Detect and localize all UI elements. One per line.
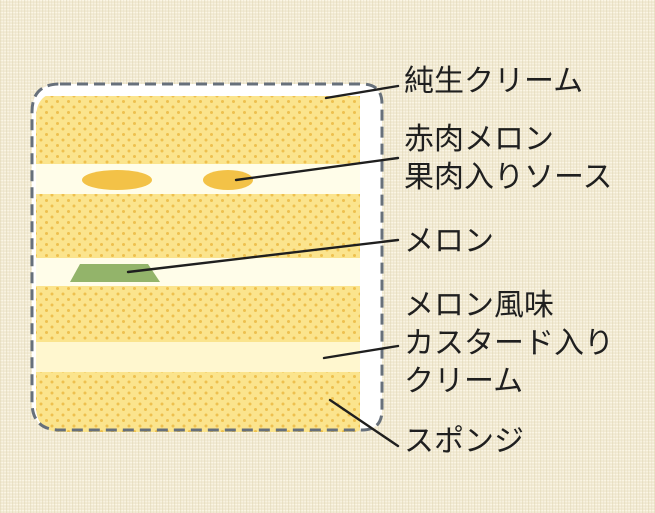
melon-sauce-piece bbox=[203, 170, 253, 190]
sponge-layer-1 bbox=[36, 96, 360, 164]
melon-slice bbox=[70, 264, 160, 282]
sponge-layer-4 bbox=[36, 372, 360, 432]
label-custard-line-2: カスタード入り bbox=[404, 326, 614, 361]
custard-cream-layer bbox=[36, 342, 360, 372]
cake-dashed-outline bbox=[30, 82, 384, 432]
label-custard-line-1: メロン風味 bbox=[404, 288, 554, 323]
sponge-layer-3 bbox=[36, 286, 360, 342]
leader-line-melon bbox=[126, 238, 400, 274]
label-custard-line-3: クリーム bbox=[404, 364, 524, 399]
label-sponge: スポンジ bbox=[404, 424, 524, 459]
sauce-cream-layer bbox=[36, 164, 360, 194]
label-sauce-line-1: 赤肉メロン bbox=[404, 122, 554, 157]
label-melon: メロン bbox=[404, 224, 494, 259]
leader-line-custard bbox=[322, 344, 400, 360]
leader-lines bbox=[126, 84, 400, 448]
sponge-layer-2 bbox=[36, 194, 360, 258]
melon-sauce-piece bbox=[82, 170, 152, 190]
cake-body bbox=[36, 96, 360, 432]
leader-line-cream bbox=[324, 84, 400, 100]
leader-line-sauce bbox=[234, 156, 400, 182]
leader-line-sponge bbox=[328, 398, 400, 448]
label-fresh-cream: 純生クリーム bbox=[404, 64, 584, 99]
label-sauce-line-2: 果肉入りソース bbox=[404, 160, 613, 195]
